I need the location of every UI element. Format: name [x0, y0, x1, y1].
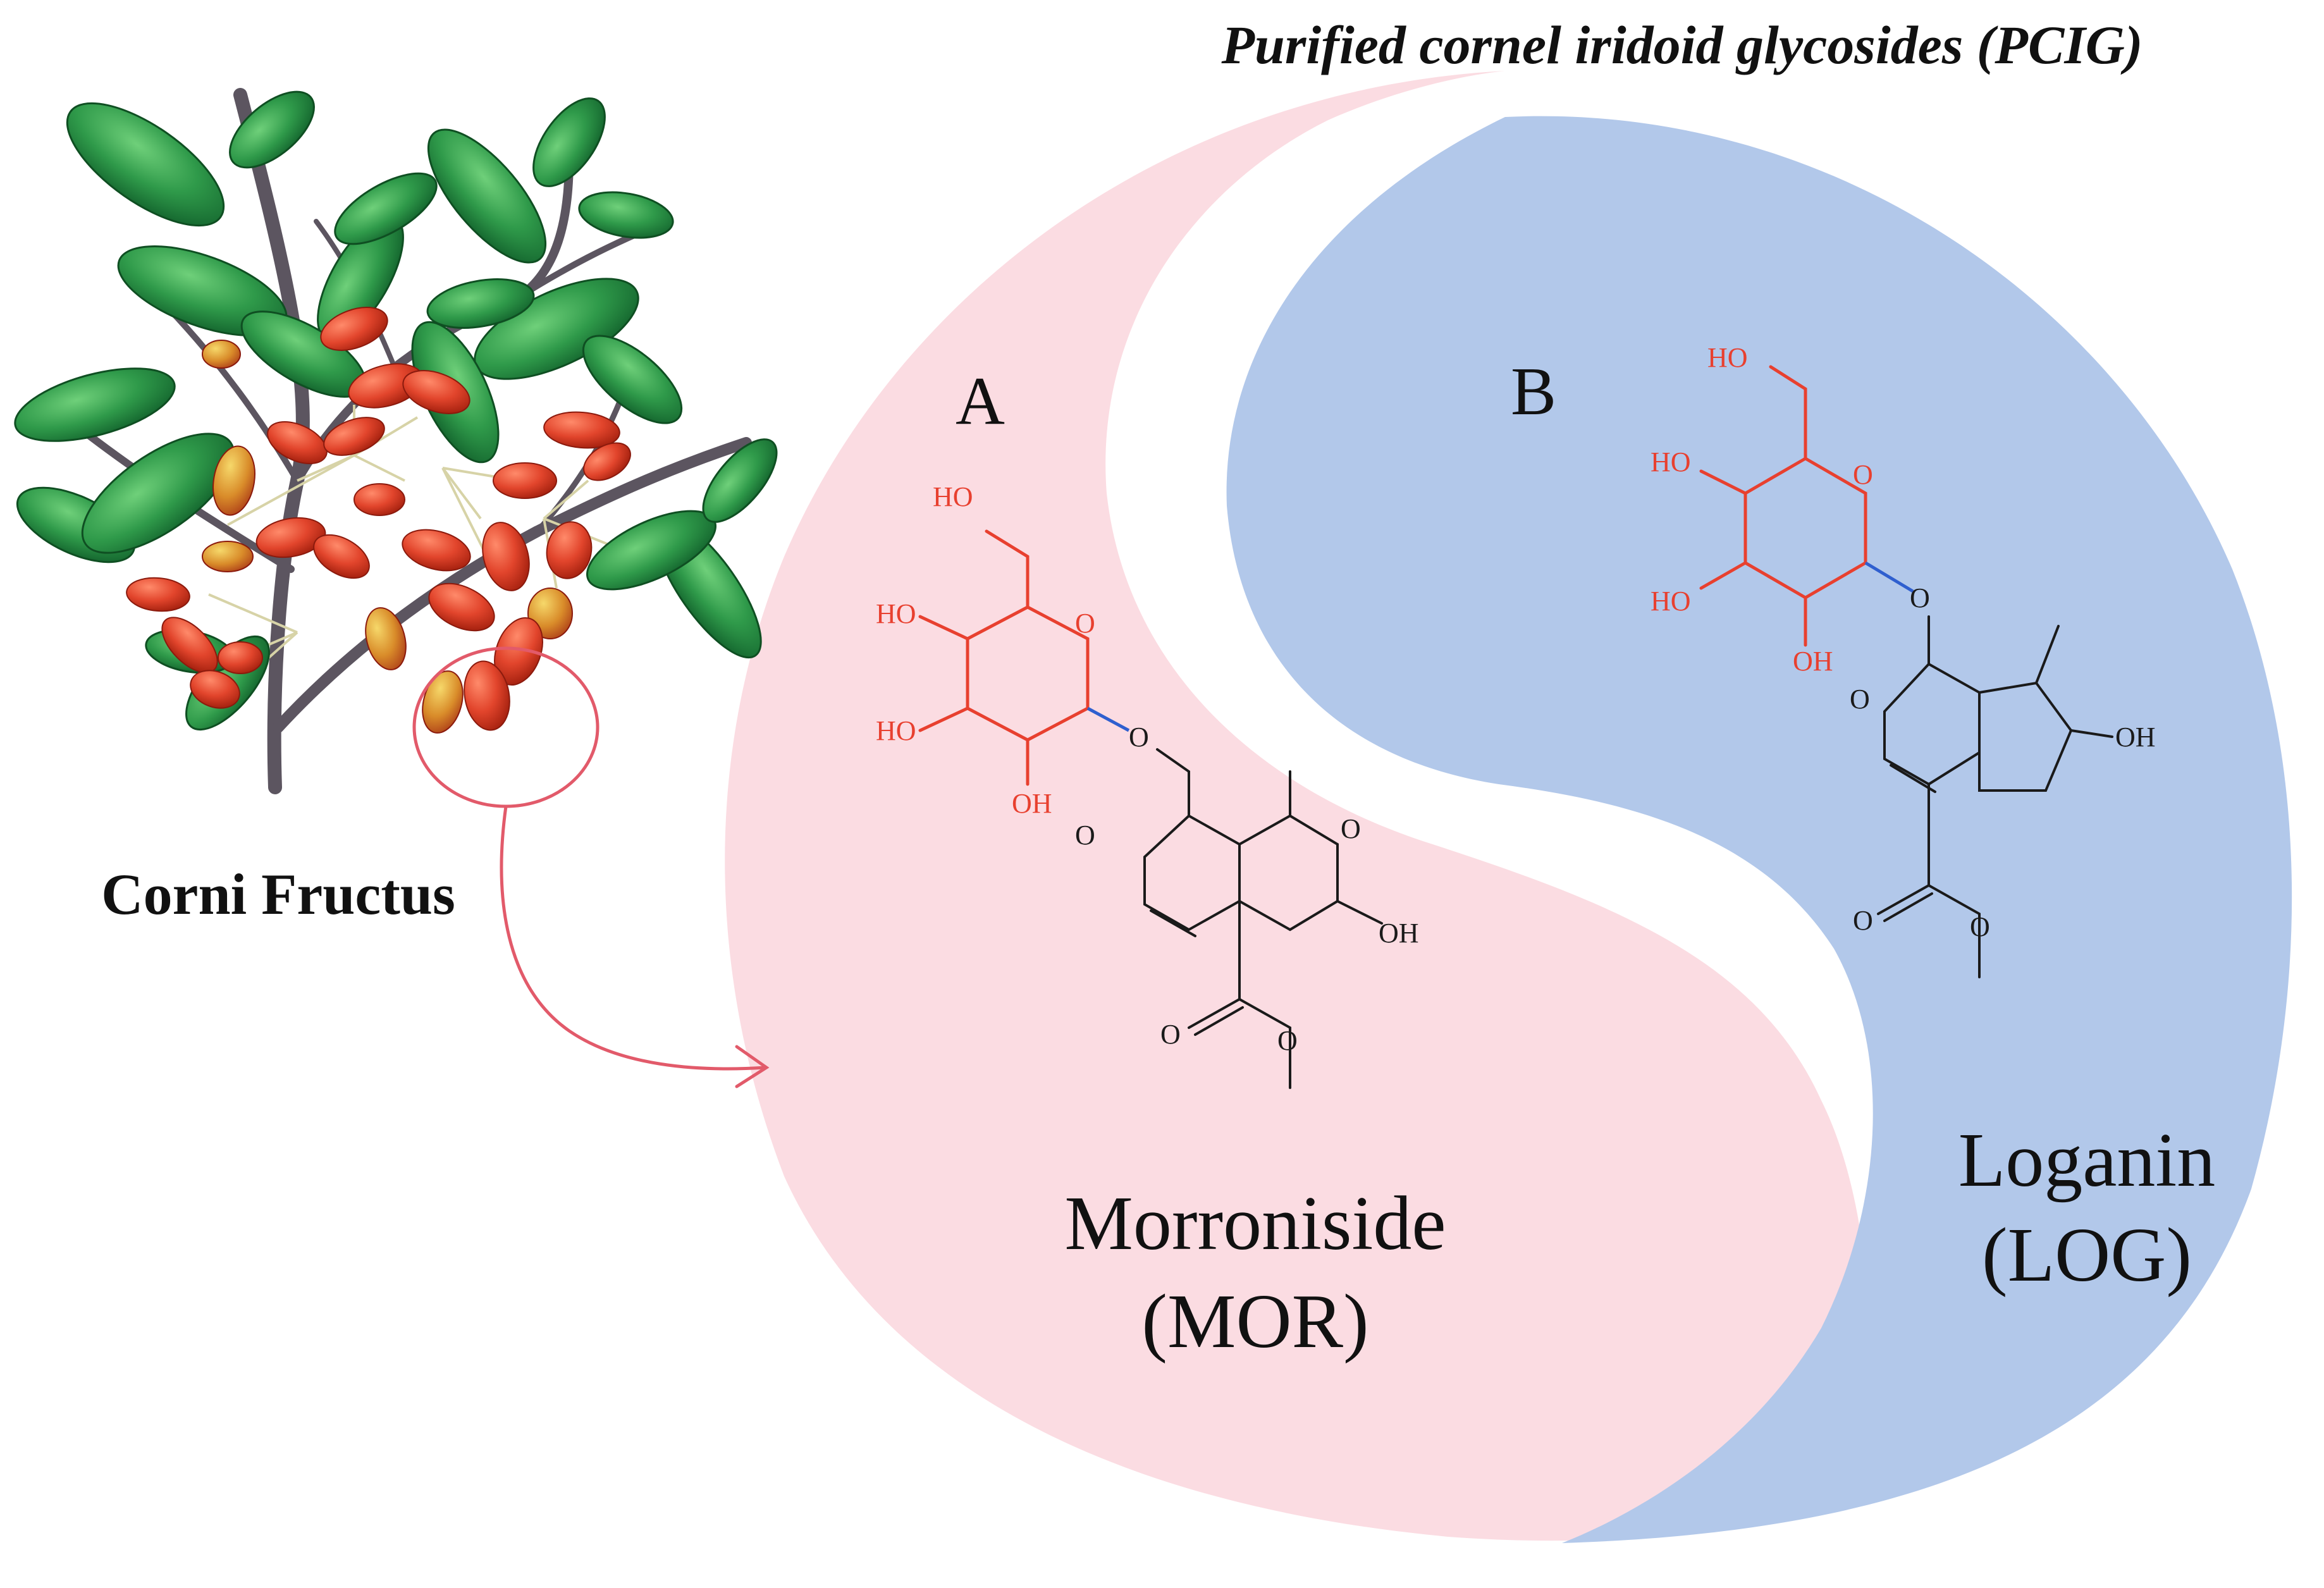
pink-region-morroniside [725, 71, 1869, 1541]
loganin-aglycone [1877, 615, 2113, 978]
morroniside-aglycone [1143, 748, 1383, 1089]
diagram-title: Purified cornel iridoid glycosides (PCIG… [1220, 15, 2143, 75]
compound-b-abbr: (LOG) [1982, 1212, 2192, 1298]
plant-berries [126, 307, 631, 734]
log-ho-low: HO [1651, 586, 1691, 617]
loganin-sugar-labels: HO HO HO OH O [1651, 342, 1873, 677]
mor-oh-bottom: OH [1012, 788, 1052, 819]
yin-yang-regions [725, 71, 2292, 1544]
loganin-glucose-ring [1699, 365, 1867, 647]
log-ester-o: O [1970, 911, 1990, 942]
compound-b-loganin: B HO HO HO OH O O [1511, 342, 2215, 1298]
log-glycosidic-o: O [1910, 582, 1930, 613]
log-carbonyl-o: O [1853, 905, 1873, 936]
log-oh-bottom: OH [1793, 646, 1833, 677]
compound-b-letter: B [1511, 354, 1556, 429]
compound-a-name: Morroniside [1064, 1181, 1446, 1266]
mor-glycosidic-o: O [1129, 722, 1149, 753]
log-ring-o: O [1853, 459, 1873, 490]
plant-leaves [14, 90, 778, 731]
mor-lactol-o: O [1341, 813, 1361, 844]
morroniside-sugar-labels: HO HO HO OH O [876, 481, 1095, 819]
mor-ho-top: HO [933, 481, 973, 512]
compound-a-morroniside: A HO HO HO OH O [876, 364, 1446, 1364]
mor-ho-mid: HO [876, 598, 916, 629]
morroniside-aglycone-labels: O O O OH O O [1075, 722, 1419, 1056]
mor-oh-right: OH [1379, 918, 1419, 949]
compound-b-name: Loganin [1958, 1117, 2216, 1203]
plant-label: Corni Fructus [101, 862, 455, 926]
mor-ring-o: O [1075, 608, 1095, 639]
log-oh-right: OH [2115, 722, 2156, 753]
mor-carbonyl-o: O [1160, 1019, 1181, 1050]
morroniside-glucose-ring [918, 529, 1090, 786]
loganin-aglycone-labels: O O OH O O [1850, 582, 2156, 942]
log-ho-top: HO [1707, 342, 1748, 373]
compound-a-abbr: (MOR) [1141, 1279, 1368, 1364]
log-ho-mid: HO [1651, 446, 1691, 477]
mor-pyran-o: O [1075, 820, 1095, 851]
callout-arrow [500, 804, 770, 1088]
loganin-glycosidic-bond [1864, 561, 1914, 593]
compound-a-letter: A [956, 364, 1005, 439]
blue-region-loganin [1226, 116, 2292, 1544]
mor-ho-low: HO [876, 715, 916, 746]
log-pyran-o: O [1850, 684, 1870, 715]
mor-ester-o: O [1277, 1025, 1298, 1056]
corni-fructus-plant [14, 88, 778, 808]
morroniside-glycosidic-bond [1086, 706, 1130, 732]
